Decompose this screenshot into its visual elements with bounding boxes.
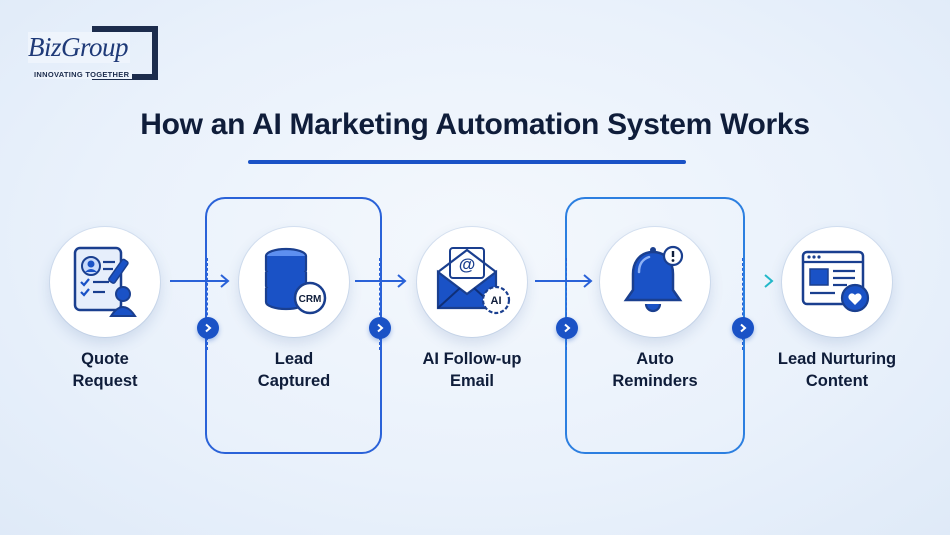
step-label-quote-request: Quote Request [25, 348, 185, 392]
step-node-auto-reminders [600, 227, 710, 337]
arrow-3 [535, 274, 593, 288]
step-label-line1: Auto [636, 350, 674, 368]
step-label-line2: Email [449, 372, 495, 390]
quote-request-form-icon [73, 246, 137, 317]
step-node-quote-request [50, 227, 160, 337]
chevron-right-icon [369, 317, 391, 339]
step-label-line2: Request [72, 372, 138, 390]
logo-brand: BizGroup [28, 32, 131, 63]
crm-database-icon: CRM [264, 247, 327, 315]
step-node-lead-captured: CRM [239, 227, 349, 337]
content-heart-icon [801, 250, 870, 313]
step-node-lead-nurturing-content [782, 227, 892, 337]
bell-alert-icon [623, 245, 684, 313]
step-label-line1: Quote [81, 350, 129, 368]
crm-badge-text: CRM [299, 294, 322, 305]
chevron-right-icon [197, 317, 219, 339]
step-label-line1: AI Follow-up [422, 350, 522, 368]
step-label-line1: Lead [274, 350, 314, 368]
arrow-2 [355, 274, 407, 288]
step-label-lead-captured: Lead Captured [214, 348, 374, 392]
step-label-ai-follow-up-email: AI Follow-up Email [392, 348, 552, 392]
bizgroup-logo: BizGroup INNOVATING TOGETHER [28, 26, 160, 82]
divider-dashed-2 [379, 258, 380, 350]
step-label-line2: Content [805, 372, 869, 390]
page-title: How an AI Marketing Automation System Wo… [140, 108, 810, 141]
arrow-4 [718, 274, 774, 288]
divider-dashed-1 [207, 258, 208, 350]
step-label-auto-reminders: Auto Reminders [575, 348, 735, 392]
ai-email-icon: @ AI [436, 247, 511, 315]
chevron-right-icon [732, 317, 754, 339]
chevron-right-icon [556, 317, 578, 339]
arrow-1 [170, 274, 230, 288]
ai-badge-text: AI [491, 295, 502, 307]
step-label-line2: Captured [257, 372, 331, 390]
step-node-ai-follow-up-email: @ AI [417, 227, 527, 337]
divider-dashed-3 [566, 258, 567, 350]
step-label-line2: Reminders [612, 372, 698, 390]
logo-tagline: INNOVATING TOGETHER [34, 70, 133, 79]
divider-dashed-4 [742, 258, 743, 350]
step-label-lead-nurturing-content: Lead Nurturing Content [757, 348, 917, 392]
svg-text:@: @ [459, 255, 476, 274]
step-label-line1: Lead Nurturing [777, 350, 897, 368]
title-underline [248, 160, 686, 164]
